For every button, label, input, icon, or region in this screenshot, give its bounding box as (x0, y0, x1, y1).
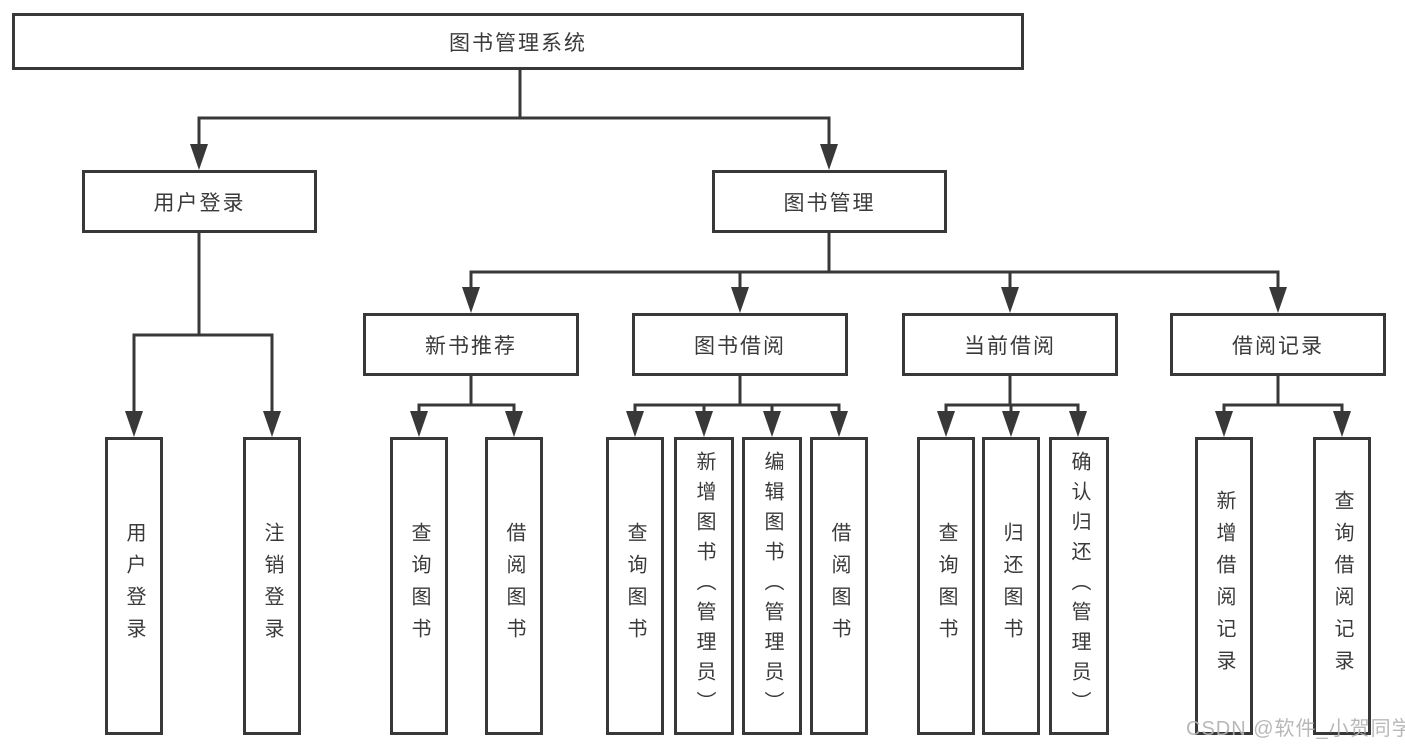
node-return-books: 归还图书 (982, 437, 1040, 735)
node-label: 当前借阅 (964, 334, 1056, 358)
node-edit-books-admin: 编辑图书（管理员） (742, 437, 802, 735)
node-query-books-current: 查询图书 (917, 437, 975, 735)
node-current-borrow: 当前借阅 (902, 313, 1118, 376)
node-label: 编辑图书（管理员） (761, 451, 783, 721)
node-label: 借阅记录 (1232, 334, 1324, 358)
node-confirm-return-admin: 确认归还（管理员） (1049, 437, 1109, 735)
node-user-login-leaf: 用户登录 (105, 437, 163, 735)
node-label: 查询图书 (408, 522, 430, 650)
node-borrow-records: 借阅记录 (1170, 313, 1386, 376)
node-query-books-recommend: 查询图书 (390, 437, 448, 735)
node-user-login: 用户登录 (82, 170, 317, 233)
node-borrow-books: 借阅图书 (810, 437, 868, 735)
node-label: 图书管理 (783, 191, 876, 215)
node-label: 用户登录 (153, 191, 246, 215)
node-label: 查询图书 (935, 522, 957, 650)
node-query-books-borrow: 查询图书 (606, 437, 664, 735)
node-label: 图书借阅 (694, 334, 786, 358)
node-label: 新书推荐 (425, 334, 517, 358)
node-book-borrow: 图书借阅 (632, 313, 848, 376)
node-query-borrow-record: 查询借阅记录 (1313, 437, 1371, 735)
node-label: 新增图书（管理员） (693, 451, 715, 721)
node-book-management: 图书管理 (712, 170, 947, 233)
node-label: 查询图书 (624, 522, 646, 650)
node-logout: 注销登录 (243, 437, 301, 735)
node-label: 注销登录 (261, 522, 283, 650)
node-label: 确认归还（管理员） (1068, 451, 1090, 721)
node-label: 新增借阅记录 (1213, 490, 1235, 682)
node-borrow-books-recommend: 借阅图书 (485, 437, 543, 735)
node-label: 借阅图书 (828, 522, 850, 650)
node-label: 图书管理系统 (449, 31, 587, 55)
node-label: 借阅图书 (503, 522, 525, 650)
node-add-books-admin: 新增图书（管理员） (674, 437, 734, 735)
node-new-book-recommend: 新书推荐 (363, 313, 579, 376)
node-label: 归还图书 (1000, 522, 1022, 650)
node-add-borrow-record: 新增借阅记录 (1195, 437, 1253, 735)
node-library-management-system: 图书管理系统 (12, 13, 1024, 70)
node-label: 用户登录 (123, 522, 145, 650)
node-label: 查询借阅记录 (1331, 490, 1353, 682)
